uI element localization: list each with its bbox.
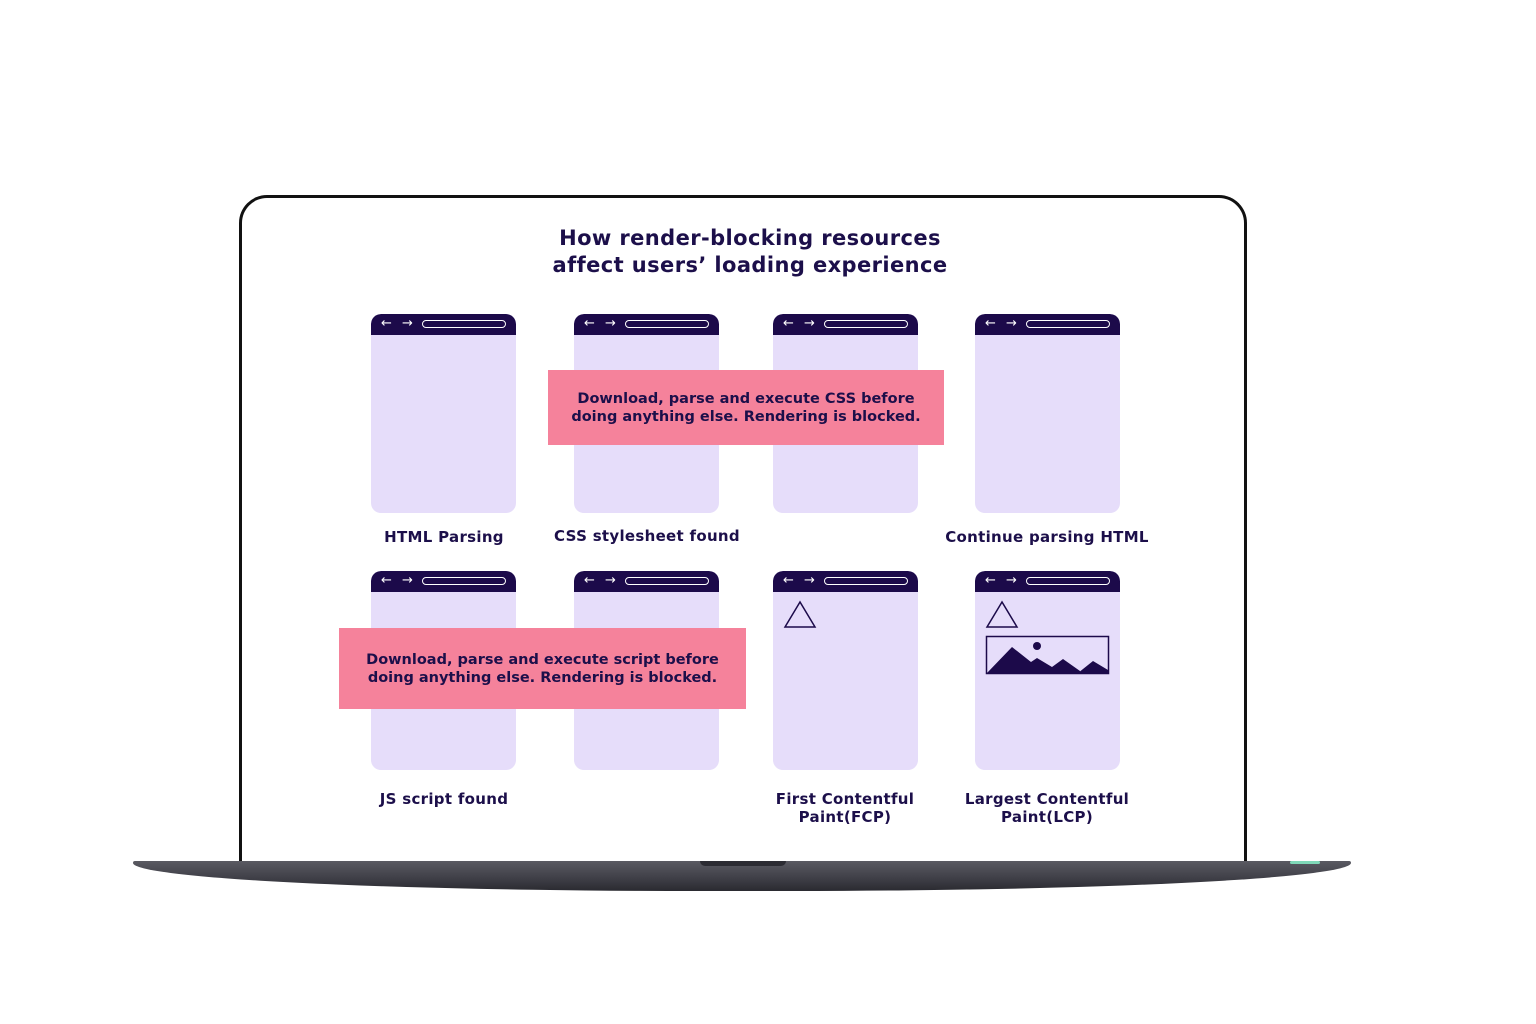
address-bar bbox=[422, 577, 506, 585]
browser-toolbar: ← → bbox=[574, 571, 719, 592]
browser-toolbar: ← → bbox=[975, 571, 1120, 592]
nav-arrows-icon: ← → bbox=[783, 316, 818, 331]
browser-toolbar: ← → bbox=[975, 314, 1120, 335]
laptop-notch bbox=[700, 861, 786, 866]
browser-toolbar: ← → bbox=[371, 314, 516, 335]
nav-arrows-icon: ← → bbox=[584, 573, 619, 588]
address-bar bbox=[1026, 577, 1110, 585]
label-lcp: Largest Contentful Paint(LCP) bbox=[937, 790, 1157, 826]
fcp-content bbox=[783, 600, 817, 628]
label-fcp: First Contentful Paint(FCP) bbox=[735, 790, 955, 826]
browser-toolbar: ← → bbox=[574, 314, 719, 335]
title-line-1: How render-blocking resources bbox=[559, 226, 941, 250]
diagram-title: How render-blocking resources affect use… bbox=[500, 225, 1000, 279]
browser-toolbar: ← → bbox=[773, 314, 918, 335]
address-bar bbox=[625, 577, 709, 585]
browser-window-html-parsing: ← → bbox=[371, 314, 516, 513]
nav-arrows-icon: ← → bbox=[985, 573, 1020, 588]
js-note-line-2: doing anything else. Rendering is blocke… bbox=[367, 669, 718, 686]
nav-arrows-icon: ← → bbox=[381, 573, 416, 588]
label-lcp-line-2: Paint(LCP) bbox=[1001, 808, 1093, 826]
css-note-line-1: Download, parse and execute CSS before bbox=[577, 390, 915, 407]
address-bar bbox=[824, 320, 908, 328]
nav-arrows-icon: ← → bbox=[783, 573, 818, 588]
title-line-2: affect users’ loading experience bbox=[552, 253, 948, 277]
label-lcp-line-1: Largest Contentful bbox=[964, 790, 1130, 808]
label-fcp-line-2: Paint(FCP) bbox=[798, 808, 892, 826]
browser-window-lcp: ← → bbox=[975, 571, 1120, 770]
css-blocking-note: Download, parse and execute CSS before d… bbox=[548, 370, 944, 445]
label-js-script-found: JS script found bbox=[379, 790, 509, 808]
nav-arrows-icon: ← → bbox=[584, 316, 619, 331]
triangle-icon bbox=[985, 600, 1019, 628]
browser-toolbar: ← → bbox=[773, 571, 918, 592]
address-bar bbox=[422, 320, 506, 328]
address-bar bbox=[1026, 320, 1110, 328]
address-bar bbox=[625, 320, 709, 328]
laptop-indicator-light bbox=[1290, 861, 1320, 864]
lcp-content bbox=[985, 600, 1110, 675]
browser-window-fcp: ← → bbox=[773, 571, 918, 770]
js-blocking-note: Download, parse and execute script befor… bbox=[339, 628, 746, 709]
browser-window-continue-parsing: ← → bbox=[975, 314, 1120, 513]
landscape-image-icon bbox=[985, 635, 1110, 675]
label-continue-parsing-html: Continue parsing HTML bbox=[945, 528, 1149, 546]
js-note-line-1: Download, parse and execute script befor… bbox=[366, 651, 719, 668]
nav-arrows-icon: ← → bbox=[985, 316, 1020, 331]
address-bar bbox=[824, 577, 908, 585]
label-css-stylesheet-found: CSS stylesheet found bbox=[554, 527, 740, 545]
css-note-line-2: doing anything else. Rendering is blocke… bbox=[571, 408, 921, 425]
triangle-icon bbox=[783, 600, 817, 628]
label-html-parsing: HTML Parsing bbox=[384, 528, 504, 546]
browser-toolbar: ← → bbox=[371, 571, 516, 592]
nav-arrows-icon: ← → bbox=[381, 316, 416, 331]
label-fcp-line-1: First Contentful bbox=[775, 790, 915, 808]
